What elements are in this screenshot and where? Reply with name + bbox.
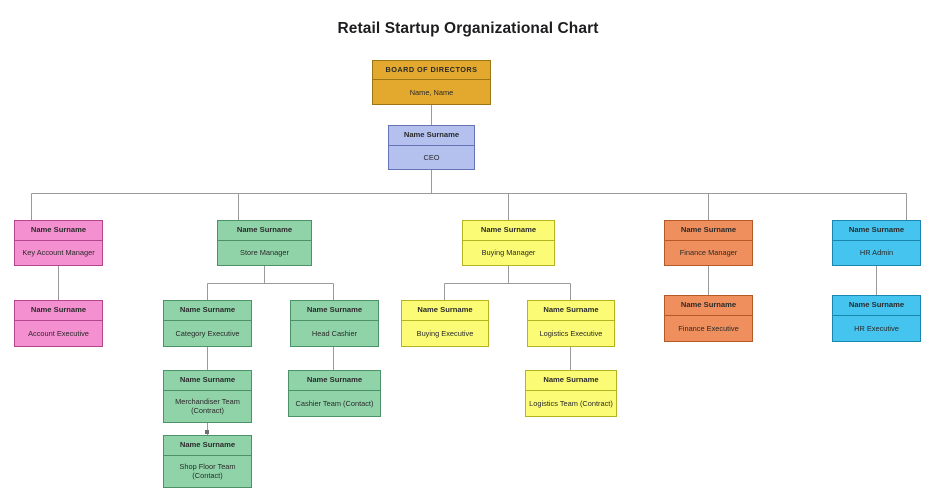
node-title: CEO [423,152,440,162]
node-category-executive[interactable]: Name Surname Category Executive [163,300,252,347]
junction-marker [205,430,209,434]
node-finance-manager[interactable]: Name Surname Finance Manager [664,220,753,266]
node-merchandiser-team[interactable]: Name Surname Merchandiser Team (Contract… [163,370,252,423]
node-cashier-team[interactable]: Name Surname Cashier Team (Contact) [288,370,381,417]
node-buying-executive[interactable]: Name Surname Buying Executive [401,300,489,347]
node-name: Name Surname [389,126,474,146]
node-head-cashier[interactable]: Name Surname Head Cashier [290,300,379,347]
node-hr-admin[interactable]: Name Surname HR Admin [832,220,921,266]
node-name: Name Surname [402,301,488,321]
node-shop-floor-team[interactable]: Name Surname Shop Floor Team (Contact) [163,435,252,488]
node-logistics-team[interactable]: Name Surname Logistics Team (Contract) [525,370,617,417]
node-logistics-executive[interactable]: Name Surname Logistics Executive [527,300,615,347]
node-title: HR Admin [859,248,894,258]
node-name: Name Surname [665,296,752,316]
node-name: Name Surname [665,221,752,241]
node-name: Name Surname [289,371,380,391]
node-title: Logistics Executive [539,328,603,338]
node-title: Account Executive [28,328,89,338]
node-title: Finance Manager [679,248,738,258]
node-title: Shop Floor Team (Contact) [179,462,236,481]
node-name: Name Surname [528,301,614,321]
node-title: Category Executive [175,328,240,338]
node-name: Name Surname [218,221,311,241]
node-buying-manager[interactable]: Name Surname Buying Manager [462,220,555,266]
node-title: Name, Name [409,87,454,97]
node-title: Key Account Manager [22,248,95,258]
node-title: Cashier Team (Contact) [295,398,374,408]
node-title: Buying Manager [481,248,536,258]
node-title: Merchandiser Team (Contract) [175,397,240,416]
node-name: Name Surname [291,301,378,321]
node-ceo[interactable]: Name Surname CEO [388,125,475,170]
node-finance-executive[interactable]: Name Surname Finance Executive [664,295,753,342]
node-title: Head Cashier [311,328,358,338]
node-key-account-manager[interactable]: Name Surname Key Account Manager [14,220,103,266]
node-title: Logistics Team (Contract) [529,398,613,408]
node-hr-executive[interactable]: Name Surname HR Executive [832,295,921,342]
node-name: BOARD OF DIRECTORS [373,61,490,81]
node-name: Name Surname [15,301,102,321]
node-name: Name Surname [526,371,616,391]
node-name: Name Surname [463,221,554,241]
node-store-manager[interactable]: Name Surname Store Manager [217,220,312,266]
page-title: Retail Startup Organizational Chart [337,20,599,37]
node-board-of-directors[interactable]: BOARD OF DIRECTORS Name, Name [372,60,491,105]
node-account-executive[interactable]: Name Surname Account Executive [14,300,103,347]
node-title: Buying Executive [416,328,474,338]
node-name: Name Surname [15,221,102,241]
node-title: Finance Executive [678,323,739,333]
node-name: Name Surname [164,301,251,321]
node-name: Name Surname [164,436,251,456]
node-title: Store Manager [240,248,289,258]
node-name: Name Surname [164,371,251,391]
node-title: HR Executive [854,323,899,333]
node-name: Name Surname [833,296,920,316]
node-name: Name Surname [833,221,920,241]
